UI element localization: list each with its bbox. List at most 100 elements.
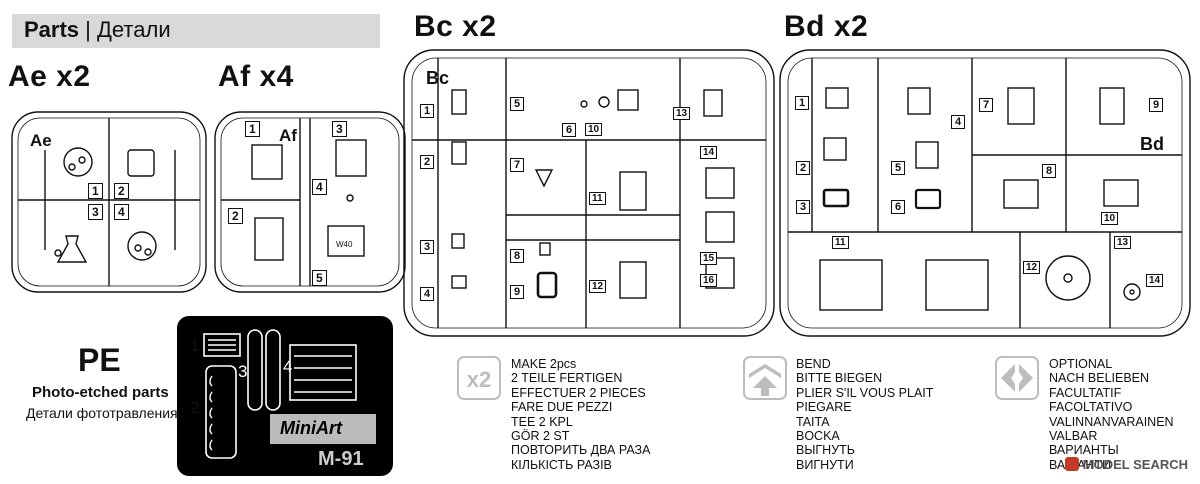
legend-line: ВИГНУТИ [796, 457, 854, 472]
legend-line: ПОВТОРИТЬ ДВА РАЗА [511, 443, 651, 458]
af-part-block [327, 225, 365, 257]
header-title-ru: Детали [97, 17, 171, 42]
part-label: 16 [700, 274, 718, 287]
part-label: 4 [420, 287, 435, 301]
make-2pcs-icon: x2 [457, 356, 501, 400]
part-label: 5 [891, 161, 906, 175]
legend-line: TAITA [796, 414, 830, 429]
part-label: 3 [420, 240, 435, 254]
legend-line: OPTIONAL [1049, 357, 1113, 371]
legend-line: FACULTATIF [1049, 385, 1122, 400]
legend-make: MAKE 2pcs 2 TEILE FERTIGEN EFFECTUER 2 P… [511, 357, 650, 472]
sprue-af-tag: Af [279, 126, 297, 145]
legend-line: BEND [796, 357, 831, 371]
part-label: 3 [88, 204, 103, 220]
sprue-ae-tag: Ae [30, 131, 52, 150]
legend-line: NACH BELIEBEN [1049, 371, 1150, 386]
pe-part-label: 2 [190, 398, 200, 417]
legend-line: PLIER S'IL VOUS PLAIT [796, 385, 934, 400]
make-icon-text: x2 [467, 367, 491, 392]
part-label: 12 [589, 280, 607, 293]
sprue-bc: Bc [403, 49, 775, 337]
pe-title: PE [78, 342, 121, 378]
part-label: 10 [1101, 212, 1119, 225]
header-title: Parts [24, 17, 80, 42]
header-separator: | [85, 17, 91, 42]
sprue-bc-frame [403, 49, 775, 337]
legend-line: PIEGARE [796, 400, 852, 415]
legend-line: EFFECTUER 2 PIECES [511, 385, 646, 400]
legend-line: VALBAR [1049, 428, 1098, 443]
sprue-bd: Bd [779, 49, 1191, 337]
header-bar [12, 14, 380, 48]
part-label: 8 [1042, 164, 1057, 178]
page-header: Parts | Детали [24, 17, 171, 43]
part-label: 6 [562, 123, 577, 137]
part-label: 12 [1023, 261, 1041, 274]
legend-line: MAKE 2pcs [511, 357, 577, 371]
watermark: MODEL SEARCH [1064, 457, 1188, 472]
watermark-text: MODEL SEARCH [1082, 457, 1188, 472]
watermark-logo-icon [1064, 457, 1079, 471]
sprue-bd-frame [779, 49, 1191, 337]
legend-line: GÖR 2 ST [511, 428, 570, 443]
sprue-af: Af W40 [214, 111, 406, 293]
sprue-ae: Ae [11, 111, 207, 293]
part-label: 9 [510, 285, 525, 299]
legend-bend: BEND BITTE BIEGEN PLIER S'IL VOUS PLAIT … [796, 357, 933, 472]
af-part-plate-2 [254, 217, 284, 261]
part-label: 11 [832, 236, 849, 249]
sprue-ae-title: Ae x2 [8, 60, 91, 93]
part-label: 5 [312, 270, 327, 286]
legend-line: BOCKA [796, 428, 840, 443]
part-label: 3 [796, 200, 811, 214]
part-label: 5 [510, 97, 525, 111]
part-label: 2 [228, 208, 243, 224]
pe-plate [177, 316, 393, 476]
part-label: 6 [891, 200, 906, 214]
bc-part-plate-11 [619, 171, 647, 211]
sprue-af-title: Af x4 [218, 60, 294, 93]
legend-line: ВАРІАНТИ [1049, 457, 1112, 472]
bd-part-box-8 [1003, 179, 1039, 209]
sprue-af-frame [214, 111, 406, 293]
legend-line: FARE DUE PEZZI [511, 400, 613, 415]
part-label: 13 [1114, 236, 1132, 249]
ae-part-round-2 [127, 231, 157, 261]
sprue-bc-title: Bc x2 [414, 10, 497, 43]
legend-line: КІЛЬКІСТЬ РАЗІВ [511, 457, 612, 472]
pe-brand: MiniArt [280, 418, 342, 438]
part-label: 2 [114, 183, 129, 199]
legend-line: FACOLTATIVO [1049, 400, 1133, 415]
bc-part-plate-12 [619, 261, 647, 299]
part-label: 7 [510, 158, 525, 172]
ae-part-round-1 [63, 147, 93, 177]
af-part-plate-1 [251, 144, 283, 180]
part-label: 9 [1149, 98, 1164, 112]
part-label: 1 [245, 121, 260, 137]
af-part-text: W40 [336, 240, 353, 249]
part-label: 1 [88, 183, 103, 199]
ae-part-square [127, 149, 155, 177]
part-label: 4 [312, 179, 327, 195]
part-label: 1 [420, 104, 435, 118]
legend-line: 2 TEILE FERTIGEN [511, 371, 623, 386]
legend-line: ВАРИАНТЫ [1049, 443, 1119, 458]
bd-part-disc-12 [1045, 255, 1091, 301]
part-label: 14 [700, 146, 718, 159]
legend-optional: OPTIONAL NACH BELIEBEN FACULTATIF FACOLT… [1049, 357, 1174, 472]
sprue-bd-title: Bd x2 [784, 10, 869, 43]
part-label: 2 [796, 161, 811, 175]
legend-line: VALINNANVARAINEN [1049, 414, 1174, 429]
bend-icon [743, 356, 787, 400]
pe-code: M-91 [318, 448, 364, 470]
part-label: 3 [332, 121, 347, 137]
optional-icon [995, 356, 1039, 400]
pe-part-label: 3 [238, 362, 248, 381]
pe-part-label: 1 [190, 336, 200, 355]
pe-part-label: 4 [283, 357, 293, 376]
part-label: 7 [979, 98, 994, 112]
ae-part-funnel [56, 235, 88, 263]
part-label: 1 [795, 96, 810, 110]
part-label: 4 [114, 204, 129, 220]
